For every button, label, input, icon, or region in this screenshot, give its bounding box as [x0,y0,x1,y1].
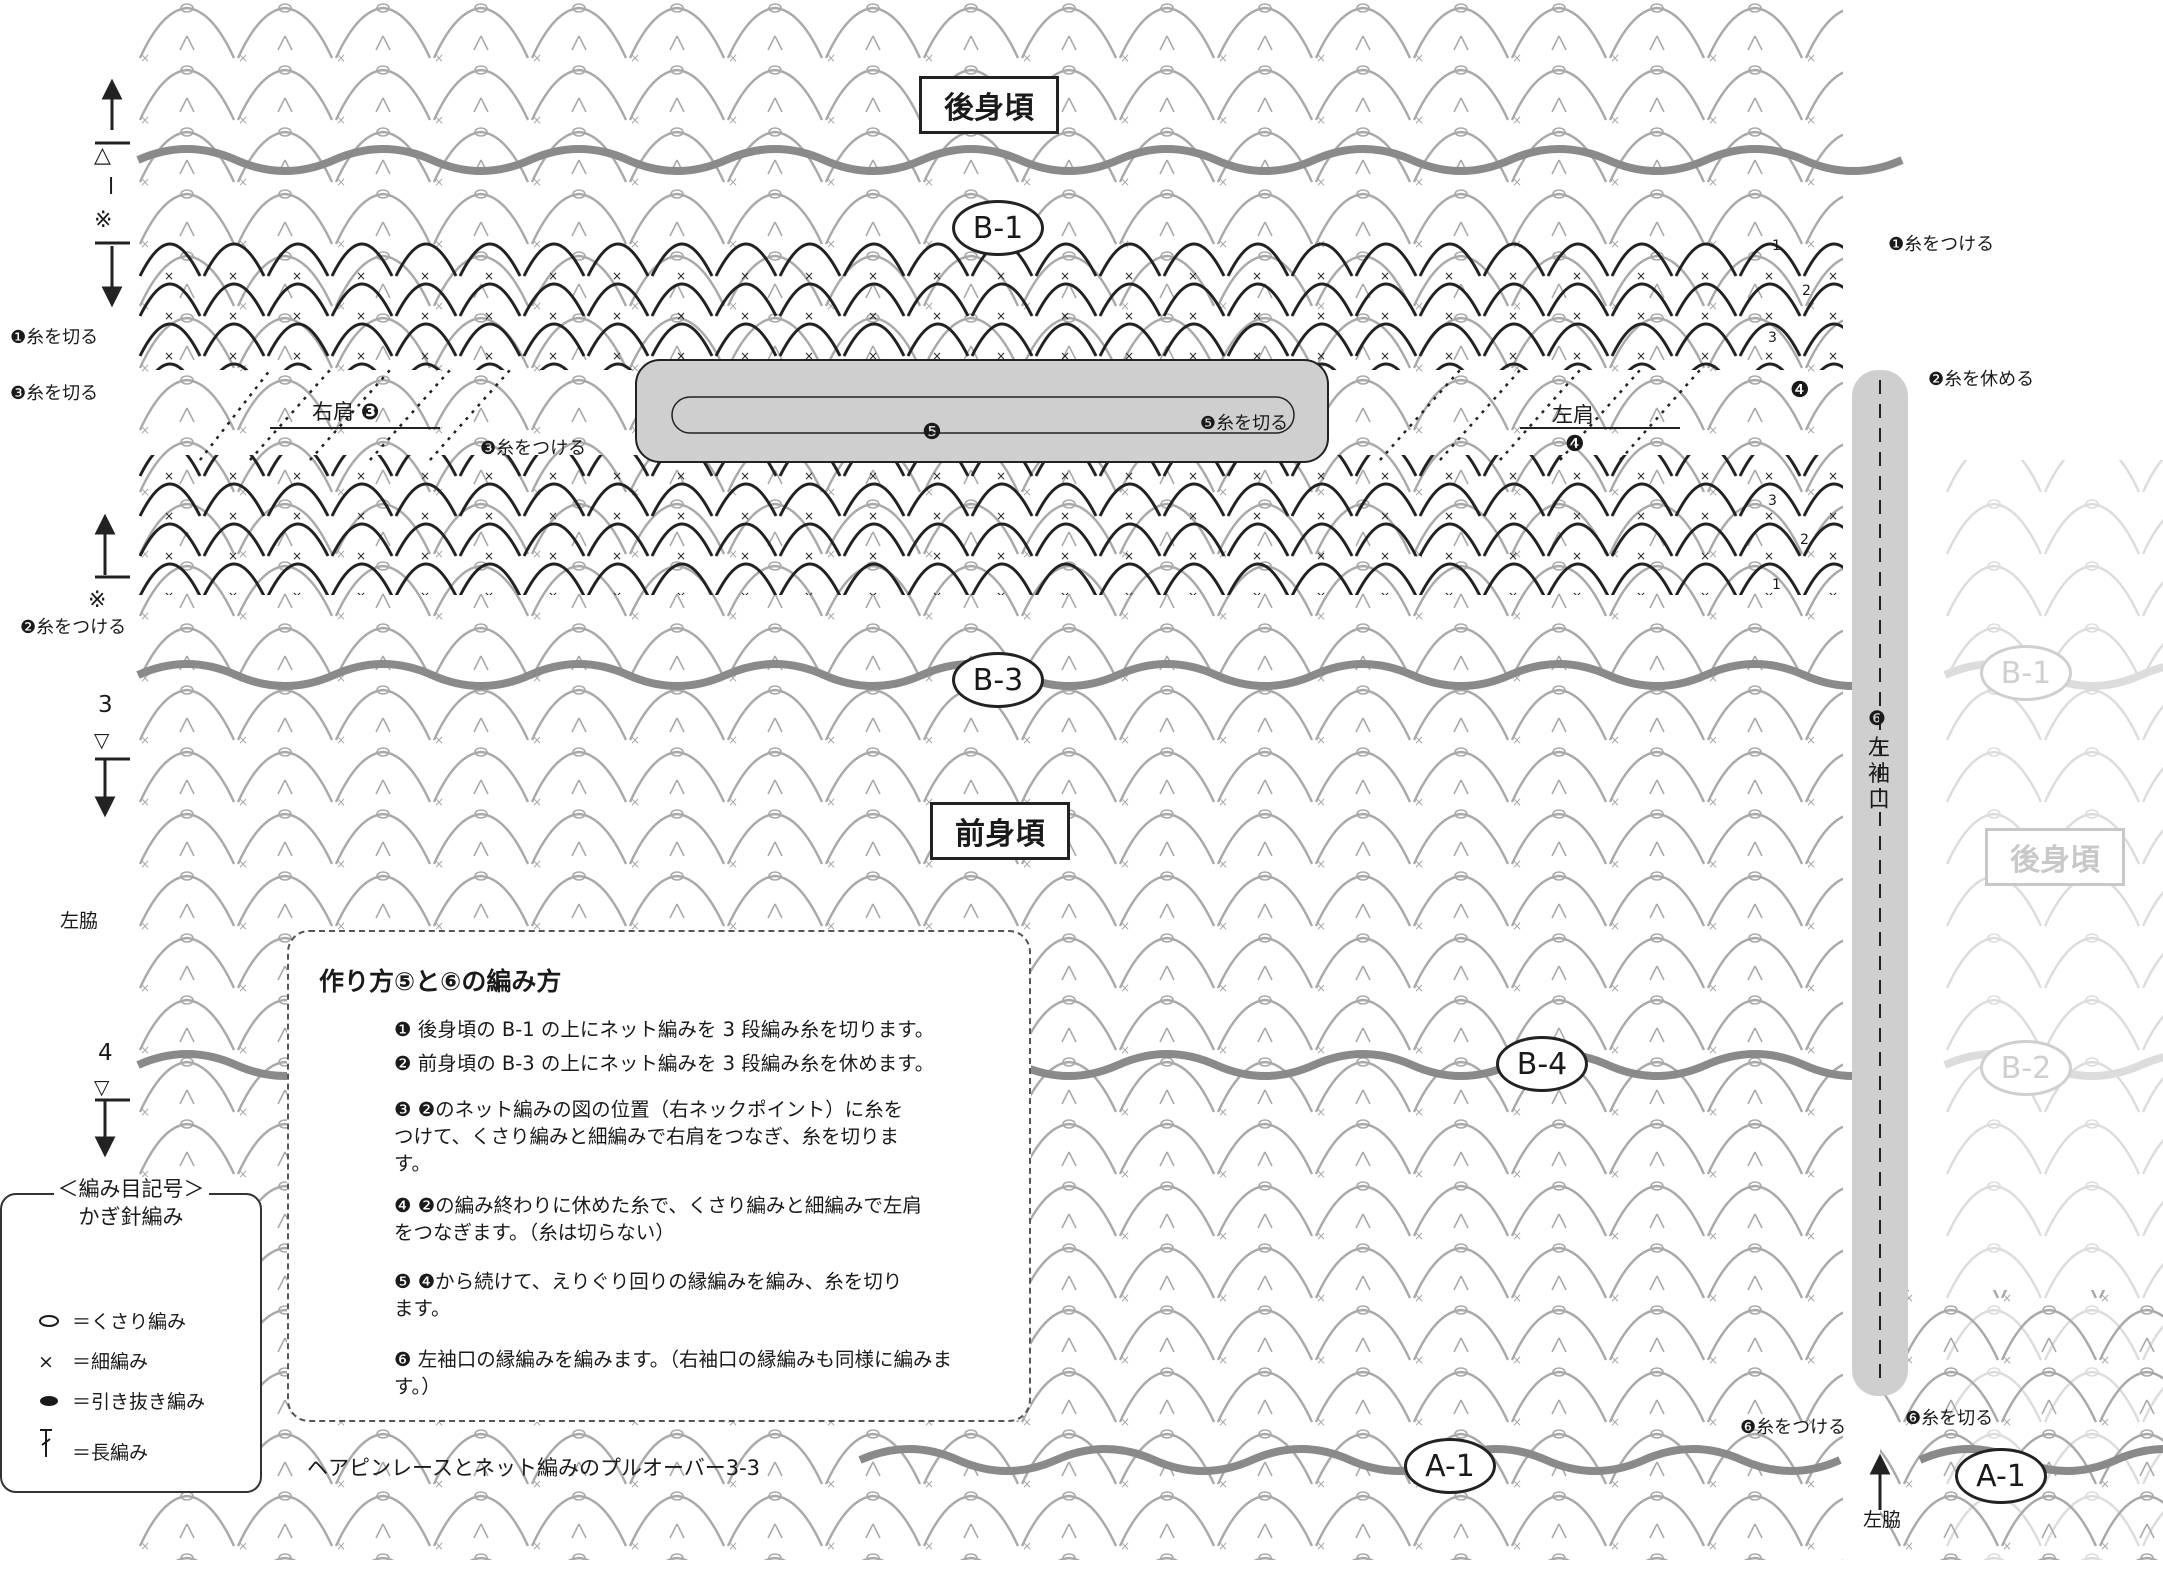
back-body-label-faded: 後身頃 [1985,828,2125,886]
left-shoulder-step-mark: ❹ [1565,432,1585,457]
row-arrow-3-top: 3 [1768,330,1777,346]
thread-note-1-attach: ❶糸をつける [1888,234,1995,255]
single-crochet-icon: × [38,1351,54,1373]
row-arrow-2-top: 2 [1802,283,1811,299]
double-crochet-icon [38,1427,72,1464]
row-arrow-2-bottom: 2 [1800,532,1809,548]
thread-note-3-cut: ❸糸を切る [10,383,99,404]
step-3-mark: ❸ [360,400,380,425]
band-marker-b2-faded: B-2 [1980,1040,2072,1096]
side-tri-up: △ [94,143,111,168]
instruction-step-3: ❸ ❷のネット編みの図の位置（右ネックポイント）に糸をつけて、くさり編みと細編み… [394,1098,904,1175]
instructions-panel: 作り方⑤と⑥の編み方 ❶ 後身頃の B-1 の上にネット編みを 3 段編み糸を切… [287,930,1031,1422]
thread-note-2-rest: ❷糸を休める [1928,369,2035,390]
side-kome-2: ※ [88,588,107,613]
row-arrow-3-bottom: 3 [1768,493,1777,509]
side-tri-down-4: ▽ [94,1075,110,1099]
side-tri-down-3: ▽ [94,728,110,752]
instructions-title: 作り方⑤と⑥の編み方 [319,967,562,996]
band-marker-b1-faded: B-1 [1980,645,2072,701]
row-arrow-1-bottom: 1 [1772,577,1781,593]
row-arrow-1-top: 1 [1772,238,1781,254]
side-kome-1: ※ [94,208,113,233]
thread-note-3-attach: ❸糸をつける [480,438,587,459]
left-shoulder-label: 左肩 [1552,403,1594,427]
back-body-label: 後身頃 [919,76,1059,134]
thread-note-6-attach: ❻糸をつける [1740,1417,1847,1438]
side-l-mark: l [108,175,115,200]
left-row-step-mark: ❹ [1790,378,1810,403]
legend-title: ＜編み目記号＞ かぎ針編み [2,1175,260,1231]
instruction-step-4: ❹ ❷の編み終わりに休めた糸で、くさり編みと細編みで左肩をつなぎます。（糸は切ら… [394,1194,922,1244]
band-marker-a1-left: A-1 [1404,1438,1496,1494]
instruction-step-5: ❺ ❹から続けて、えりぐり回りの縁編みを編み、糸を切ります。 [394,1270,903,1320]
band-marker-b4: B-4 [1496,1036,1588,1092]
instruction-step-1: ❶ 後身頃の B-1 の上にネット編みを 3 段編み糸を切ります。 [394,1018,935,1041]
cuff-step-mark: ❻ [1868,706,1886,730]
right-shoulder-label: 右肩 ❸ [312,400,380,425]
legend-item-slip: ＝引き抜き編み [38,1387,205,1414]
thread-note-1-cut: ❶糸を切る [10,327,99,348]
left-side-label-bottom: 左脇 [1863,1509,1902,1531]
thread-note-5-cut: ❺糸を切る [1200,413,1289,434]
legend-item-single: ×＝細編み [38,1351,149,1373]
stitch-legend: ＜編み目記号＞ かぎ針編み ＝くさり編み ×＝細編み ＝引き抜き編み ＝長編み [0,1177,262,1493]
front-body-label: 前身頃 [930,802,1070,860]
side-num-4: 4 [98,1040,113,1066]
band-wave-line [858,1445,1842,1475]
neck-step-mark: ❺ [922,420,942,445]
side-num-3: 3 [98,692,113,718]
chain-stitch-icon [38,1311,72,1333]
slip-stitch-icon [38,1391,72,1413]
left-side-label: 左脇 [60,910,99,932]
caption: ヘアピンレースとネット編みのプルオーバー3-3 [307,1456,761,1480]
legend-item-chain: ＝くさり編み [38,1307,186,1334]
thread-note-2-attach: ❷糸をつける [20,617,127,638]
instruction-step-6: ❻ 左袖口の縁編みを編みます。（右袖口の縁編みも同様に編みます。） [394,1348,952,1398]
band-marker-b1: B-1 [952,200,1044,256]
band-marker-b3: B-3 [952,652,1044,708]
band-wave-line [136,145,1904,175]
legend-item-double: ＝長編み [38,1427,148,1465]
left-cuff-label: 左袖口 [1868,736,1891,813]
thread-note-6-cut: ❻糸を切る [1905,1408,1994,1429]
band-marker-a1-right: A-1 [1955,1448,2047,1504]
instruction-step-2: ❷ 前身頃の B-3 の上にネット編みを 3 段編み糸を休めます。 [394,1052,935,1075]
